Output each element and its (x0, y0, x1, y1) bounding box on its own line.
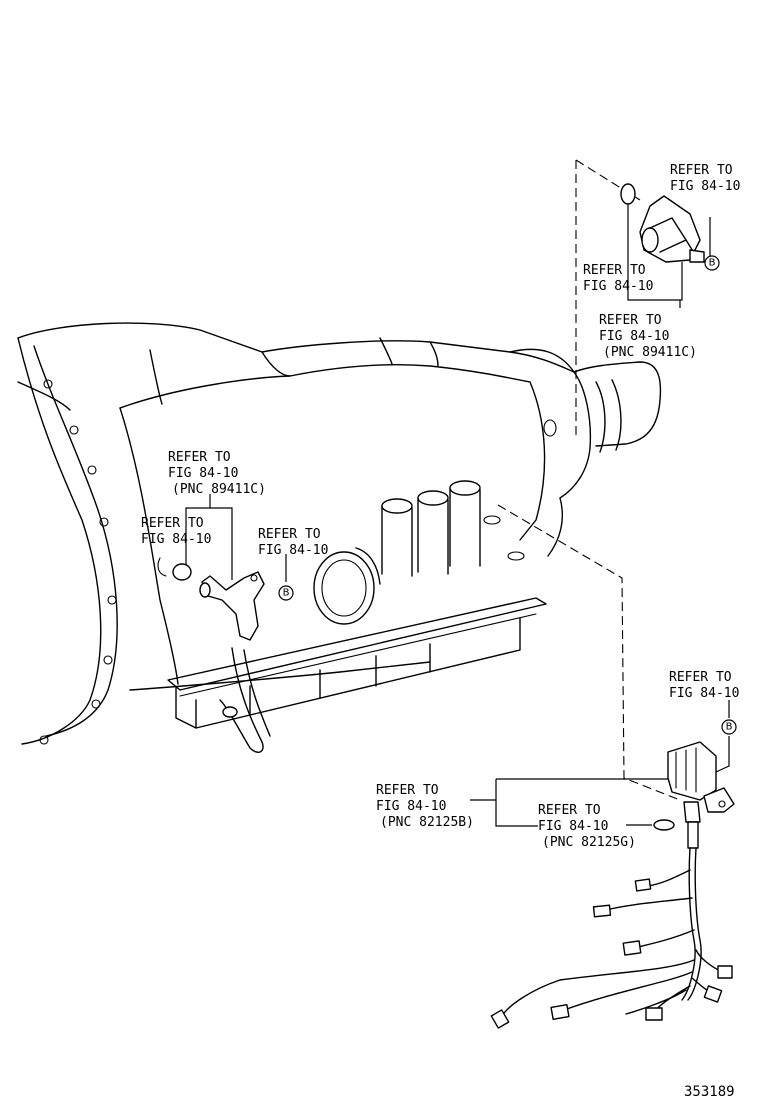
badge-b-harness-label: B (726, 722, 733, 733)
callout-top-right-b: REFER TO FIG 84-10 (670, 163, 740, 194)
callout-line: FIG 84-10 (168, 466, 238, 481)
callout-line: (PNC 82125G) (542, 835, 636, 850)
callout-line: FIG 84-10 (376, 799, 446, 814)
callout-top-oring: REFER TO FIG 84-10 (583, 263, 653, 294)
callout-mid-b: REFER TO FIG 84-10 (258, 527, 328, 558)
badge-b-top-label: B (709, 258, 716, 269)
callout-line: REFER TO (376, 783, 439, 798)
badge-b-top: B (704, 255, 720, 271)
callout-line: REFER TO (141, 516, 204, 531)
solenoid-cylinders (381, 480, 525, 577)
callout-line: (PNC 89411C) (603, 345, 697, 360)
bell-housing-bolts (39, 379, 117, 745)
callout-line: REFER TO (583, 263, 646, 278)
callout-line: REFER TO (669, 670, 732, 685)
callout-mid-sensor: REFER TO FIG 84-10 (PNC 89411C) (168, 450, 266, 497)
speed-sensor-top (620, 183, 705, 263)
callout-line: (PNC 82125B) (380, 815, 474, 830)
badge-b-harness: B (721, 719, 737, 735)
callout-line: FIG 84-10 (141, 532, 211, 547)
callout-line: FIG 84-10 (258, 543, 328, 558)
callout-mid-oring: REFER TO FIG 84-10 (141, 516, 211, 547)
callout-line: FIG 84-10 (670, 179, 740, 194)
callout-top-sensor: REFER TO FIG 84-10 (PNC 89411C) (599, 313, 697, 360)
callout-line: FIG 84-10 (538, 819, 608, 834)
wire-harness (490, 741, 735, 1029)
location-dash-lines (497, 159, 681, 801)
callout-line: REFER TO (168, 450, 231, 465)
leader-lines (185, 204, 730, 831)
badge-b-mid: B (278, 585, 294, 601)
badge-b-mid-label: B (283, 588, 290, 599)
speed-sensor-mid (172, 563, 265, 641)
callout-line: FIG 84-10 (599, 329, 669, 344)
figure-number: 353189 (684, 1084, 735, 1100)
callout-line: (PNC 89411C) (172, 482, 266, 497)
callout-line: FIG 84-10 (583, 279, 653, 294)
callout-harness: REFER TO FIG 84-10 (PNC 82125B) (376, 783, 474, 830)
callout-line: REFER TO (258, 527, 321, 542)
callout-line: REFER TO (599, 313, 662, 328)
callout-line: REFER TO (538, 803, 601, 818)
callout-harness-b: REFER TO FIG 84-10 (669, 670, 739, 701)
callout-harness-oring: REFER TO FIG 84-10 (PNC 82125G) (538, 803, 636, 850)
transmission-housing (17, 322, 662, 753)
callout-line: FIG 84-10 (669, 686, 739, 701)
callout-line: REFER TO (670, 163, 733, 178)
